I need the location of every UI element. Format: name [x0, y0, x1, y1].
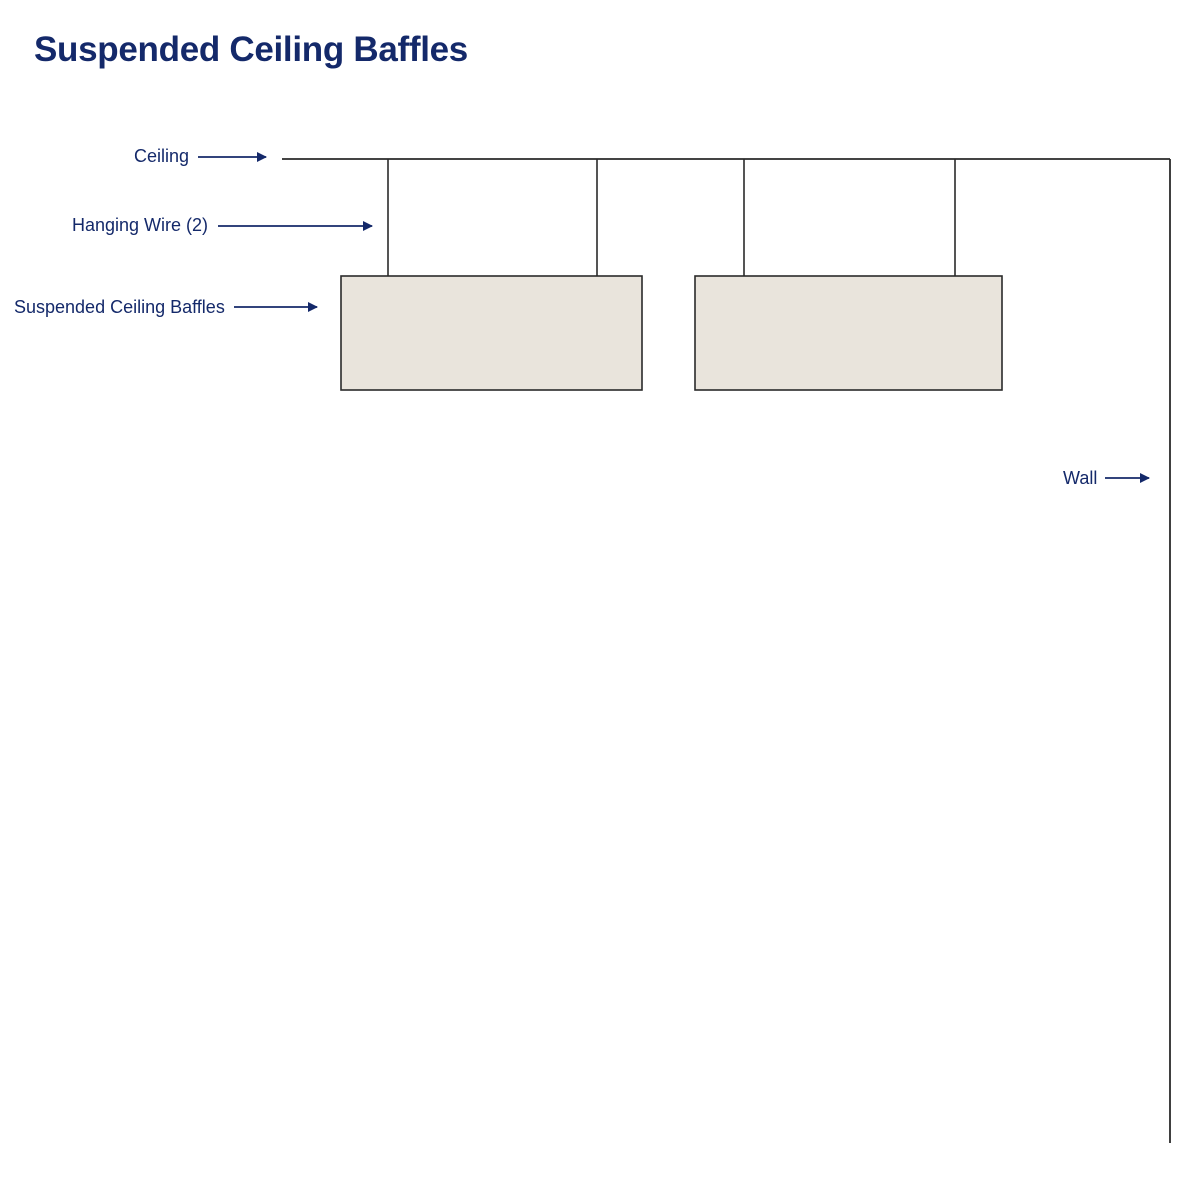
hanging-wires — [387, 159, 956, 276]
baffles-label: Suspended Ceiling Baffles — [14, 297, 225, 317]
baffle-panel-right — [694, 275, 1003, 391]
page-title: Suspended Ceiling Baffles — [34, 30, 468, 69]
wall-label: Wall — [1063, 468, 1097, 488]
ceiling-label: Ceiling — [134, 146, 189, 166]
hanging-wire-label: Hanging Wire (2) — [72, 215, 208, 235]
baffle-panel-left — [340, 275, 643, 391]
